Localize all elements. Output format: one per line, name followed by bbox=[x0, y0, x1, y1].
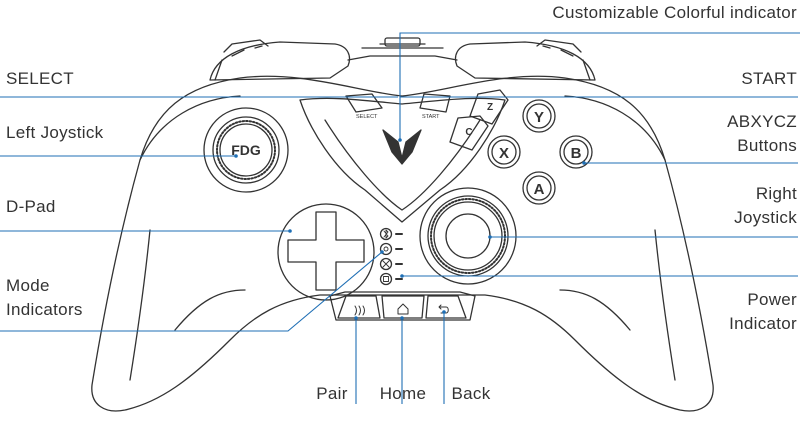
label-select: SELECT bbox=[6, 69, 74, 88]
label-right-joystick-line2: Joystick bbox=[734, 208, 797, 227]
label-mode: Mode Indicators bbox=[6, 274, 83, 322]
label-right-joystick: Right Joystick bbox=[734, 182, 797, 230]
label-mode-line1: Mode bbox=[6, 276, 50, 295]
label-pair: Pair bbox=[316, 384, 348, 403]
controller-body bbox=[91, 75, 714, 412]
label-right-joystick-line1: Right bbox=[755, 184, 797, 203]
house-icon bbox=[397, 303, 409, 315]
center-plate bbox=[299, 97, 506, 223]
button-x-text: X bbox=[499, 145, 509, 162]
label-power: Power Indicator bbox=[729, 288, 797, 336]
label-abxycz-line1: ABXYCZ bbox=[727, 112, 797, 131]
face-buttons[interactable] bbox=[487, 99, 593, 205]
button-a-text: A bbox=[534, 181, 545, 198]
right-joystick[interactable] bbox=[419, 187, 517, 285]
right-bumper bbox=[454, 39, 596, 81]
wave-icon bbox=[354, 305, 365, 316]
callout-lines bbox=[0, 32, 800, 404]
left-bumper bbox=[209, 39, 351, 81]
cz-buttons[interactable] bbox=[449, 89, 509, 151]
mode-indicators bbox=[379, 227, 403, 286]
left-joystick[interactable] bbox=[203, 107, 289, 193]
top-bar bbox=[347, 55, 458, 61]
logo-icon bbox=[382, 129, 422, 165]
button-z-text: Z bbox=[487, 102, 493, 113]
label-left-joystick: Left Joystick bbox=[6, 123, 104, 142]
joystick-logo: FDG bbox=[231, 142, 261, 158]
start-button[interactable] bbox=[419, 93, 451, 113]
button-b-text: B bbox=[571, 145, 582, 162]
select-button[interactable] bbox=[345, 93, 383, 113]
label-home: Home bbox=[379, 384, 427, 403]
select-button-text: SELECT bbox=[356, 114, 378, 120]
label-mode-line2: Indicators bbox=[6, 300, 83, 319]
label-start: START bbox=[741, 69, 797, 88]
back-button[interactable] bbox=[425, 295, 467, 319]
pair-button[interactable] bbox=[337, 295, 381, 319]
label-dpad: D-Pad bbox=[6, 197, 56, 216]
label-abxycz: ABXYCZ Buttons bbox=[727, 110, 797, 158]
return-arrow-icon bbox=[438, 304, 449, 314]
d-pad[interactable] bbox=[277, 203, 375, 301]
button-c-text: C bbox=[465, 127, 472, 138]
label-power-line2: Indicator bbox=[729, 314, 797, 333]
button-y-text: Y bbox=[534, 109, 544, 126]
home-button[interactable] bbox=[381, 295, 425, 319]
label-back: Back bbox=[451, 384, 491, 403]
label-indicator: Customizable Colorful indicator bbox=[552, 3, 797, 22]
start-button-text: START bbox=[422, 114, 440, 120]
label-power-line1: Power bbox=[747, 290, 797, 309]
label-abxycz-line2: Buttons bbox=[737, 136, 797, 155]
